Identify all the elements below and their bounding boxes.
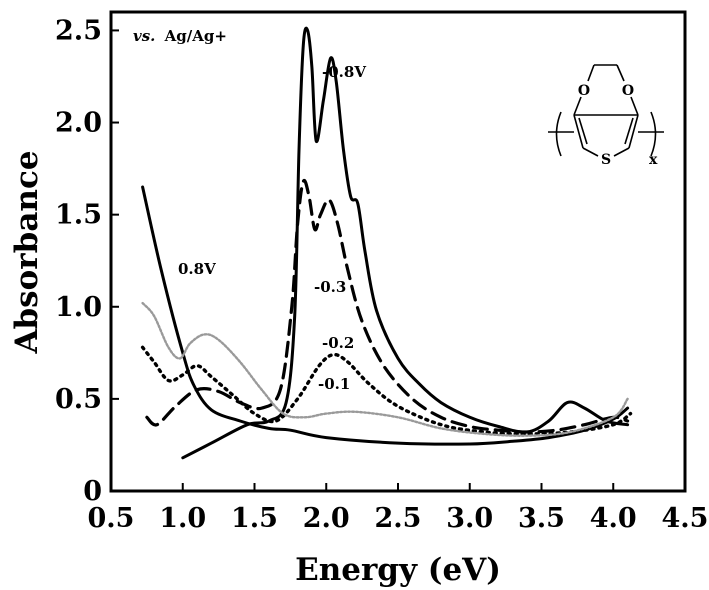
sulfur-label: S <box>601 152 611 168</box>
y-tick-label-1: 0.5 <box>55 384 102 415</box>
repeat-subscript: x <box>649 152 658 168</box>
series-line-3 <box>140 345 633 436</box>
y-tick-label-0: 0 <box>83 476 102 507</box>
x-tick-label-4: 2.5 <box>375 503 422 534</box>
series-line-2 <box>145 178 630 434</box>
oxygen-label-right: O <box>622 83 634 99</box>
y-tick-label-5: 2.5 <box>55 15 102 46</box>
series-label--0.3: -0.3 <box>314 278 346 296</box>
series-line-0 <box>141 185 630 446</box>
x-tick-label-5: 3.0 <box>446 503 493 534</box>
x-axis-title: Energy (eV) <box>295 552 501 588</box>
x-tick-label-3: 2.0 <box>303 503 350 534</box>
series-label--0.1: -0.1 <box>318 375 350 393</box>
series-layer <box>140 26 633 460</box>
series-line-4 <box>141 301 629 437</box>
reference-prefix: vs. <box>133 27 155 45</box>
x-tick-label-0: 0.5 <box>88 503 135 534</box>
y-tick-label-2: 1.0 <box>55 292 102 323</box>
x-tick-label-8: 4.5 <box>662 503 709 534</box>
reference-text: Ag/Ag+ <box>164 27 227 45</box>
oxygen-label-left: O <box>578 83 590 99</box>
series-label-0.8V: 0.8V <box>178 260 216 278</box>
x-tick-label-6: 3.5 <box>518 503 565 534</box>
axis-ticks <box>110 29 686 492</box>
x-tick-label-7: 4.0 <box>590 503 637 534</box>
pedot-structure <box>548 64 664 157</box>
y-tick-label-4: 2.0 <box>55 108 102 139</box>
x-tick-label-1: 1.0 <box>159 503 206 534</box>
plot-frame <box>109 10 687 493</box>
series-label--0.8V: -0.8V <box>322 63 366 81</box>
series-label--0.2: -0.2 <box>322 334 354 352</box>
reference-electrode-label: vs. Ag/Ag+ <box>133 27 227 45</box>
y-tick-label-3: 1.5 <box>55 200 102 231</box>
x-tick-label-2: 1.5 <box>231 503 278 534</box>
y-axis-title: Absorbance <box>9 150 45 354</box>
